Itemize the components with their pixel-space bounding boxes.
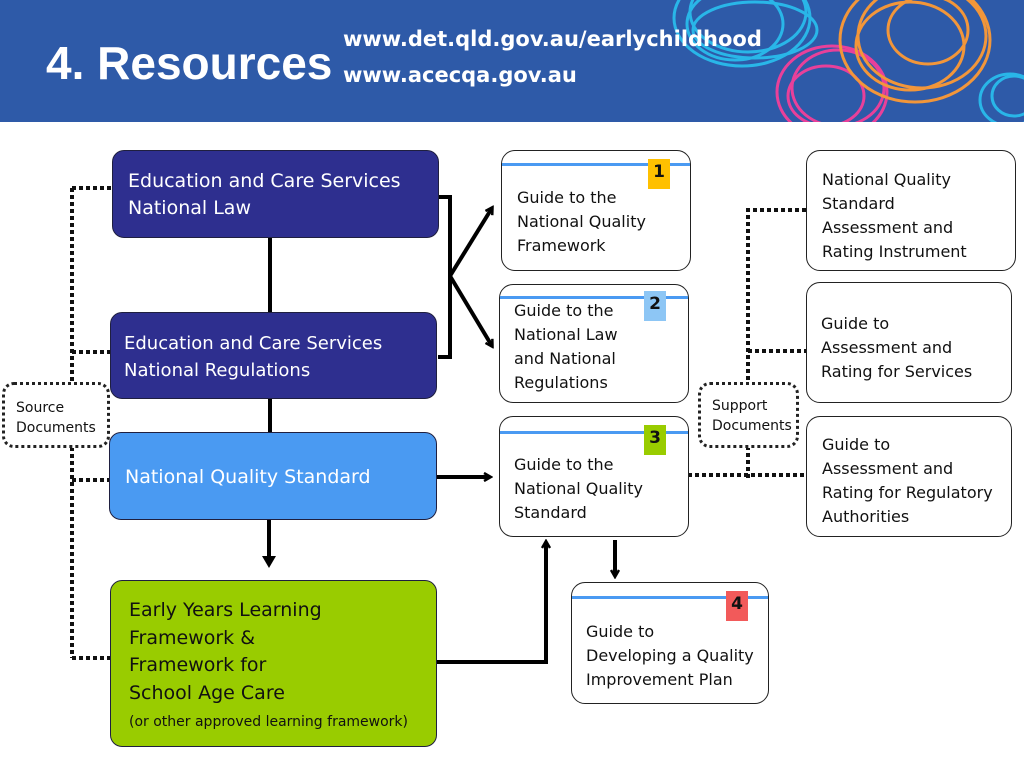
- guide-2-line-4: Regulations: [514, 373, 608, 392]
- source-documents-label: Source Documents: [2, 382, 110, 448]
- source-documents-line-1: Source: [16, 400, 65, 416]
- support-doc-1-line-3: Assessment and: [822, 218, 954, 237]
- guide-3-line-1: Guide to the: [514, 455, 614, 474]
- national-regulations-line-2: National Regulations: [124, 360, 311, 381]
- national-regulations-box: Education and Care Services National Reg…: [110, 312, 437, 399]
- national-quality-standard-label: National Quality Standard: [125, 466, 371, 488]
- arrow-nqs-to-eylf: [262, 556, 276, 568]
- arrow-eylf-to-guide3: [437, 542, 546, 664]
- eylf-line-1: Early Years Learning: [129, 599, 322, 621]
- support-dotted-bracket: [688, 208, 806, 478]
- national-law-line-1: Education and Care Services: [128, 170, 401, 192]
- guide-4-badge: 4: [726, 591, 748, 621]
- guide-4-bar: [572, 596, 768, 599]
- eylf-line-3: Framework for: [129, 654, 267, 676]
- eylf-box: Early Years Learning Framework & Framewo…: [110, 580, 437, 747]
- guide-1-line-1: Guide to the: [517, 188, 617, 207]
- support-doc-2-line-2: Assessment and: [821, 338, 953, 357]
- guide-2-line-2: National Law: [514, 325, 618, 344]
- support-doc-2-line-1: Guide to: [821, 314, 890, 333]
- page-title: 4. Resources: [46, 37, 333, 89]
- support-doc-3-line-2: Assessment and: [822, 459, 954, 478]
- guide-1-box: 1 Guide to the National Quality Framewor…: [501, 150, 691, 271]
- url-acecqa[interactable]: www.acecqa.gov.au: [343, 63, 577, 87]
- guide-3-line-2: National Quality: [514, 479, 643, 498]
- support-doc-assessment-instrument: National Quality Standard Assessment and…: [806, 150, 1016, 271]
- support-doc-1-line-1: National Quality: [822, 170, 951, 189]
- guide-1-badge: 1: [648, 159, 670, 189]
- guide-4-line-2: Developing a Quality: [586, 646, 754, 665]
- url-det-qld[interactable]: www.det.qld.gov.au/earlychildhood: [343, 27, 762, 51]
- decorative-swirls: [672, 0, 1024, 122]
- source-spine: [267, 238, 272, 560]
- guide-4-line-1: Guide to: [586, 622, 655, 641]
- support-doc-guide-services: Guide to Assessment and Rating for Servi…: [806, 282, 1012, 403]
- guide-4-box: 4 Guide to Developing a Quality Improvem…: [571, 582, 769, 704]
- support-doc-guide-regulatory-authorities: Guide to Assessment and Rating for Regul…: [806, 416, 1012, 537]
- support-documents-label: Support Documents: [698, 382, 799, 448]
- guide-2-line-3: and National: [514, 349, 616, 368]
- guide-4-line-3: Improvement Plan: [586, 670, 733, 689]
- support-doc-3-line-3: Rating for Regulatory: [822, 483, 993, 502]
- guide-3-badge: 3: [644, 425, 666, 455]
- guide-1-bar: [502, 163, 690, 166]
- source-documents-line-2: Documents: [16, 420, 96, 436]
- national-regulations-line-1: Education and Care Services: [124, 333, 383, 354]
- guide-2-line-1: Guide to the: [514, 301, 614, 320]
- support-doc-1-line-4: Rating Instrument: [822, 242, 967, 261]
- guide-3-box: 3 Guide to the National Quality Standard: [499, 416, 689, 537]
- support-documents-line-2: Documents: [712, 418, 792, 434]
- support-doc-1-line-2: Standard: [822, 194, 895, 213]
- national-law-line-2: National Law: [128, 197, 251, 219]
- law-regs-bracket: [438, 195, 492, 359]
- eylf-note: (or other approved learning framework): [129, 714, 409, 730]
- guide-3-line-3: Standard: [514, 503, 587, 522]
- guide-1-line-2: National Quality: [517, 212, 646, 231]
- eylf-line-4: School Age Care: [129, 681, 285, 704]
- guide-2-box: 2 Guide to the National Law and National…: [499, 284, 689, 403]
- support-doc-3-line-4: Authorities: [822, 507, 910, 526]
- header-banner: 4. Resources www.det.qld.gov.au/earlychi…: [0, 0, 1024, 122]
- guide-2-badge: 2: [644, 291, 666, 321]
- support-doc-2-line-3: Rating for Services: [821, 362, 973, 381]
- national-quality-standard-box: National Quality Standard: [109, 432, 437, 520]
- national-law-box: Education and Care Services National Law: [112, 150, 439, 238]
- guide-3-bar: [500, 431, 688, 434]
- guide-2-bar: [500, 296, 688, 299]
- eylf-line-2: Framework &: [129, 626, 256, 649]
- support-doc-3-line-1: Guide to: [822, 435, 891, 454]
- guide-1-line-3: Framework: [517, 236, 606, 255]
- support-documents-line-1: Support: [712, 398, 768, 414]
